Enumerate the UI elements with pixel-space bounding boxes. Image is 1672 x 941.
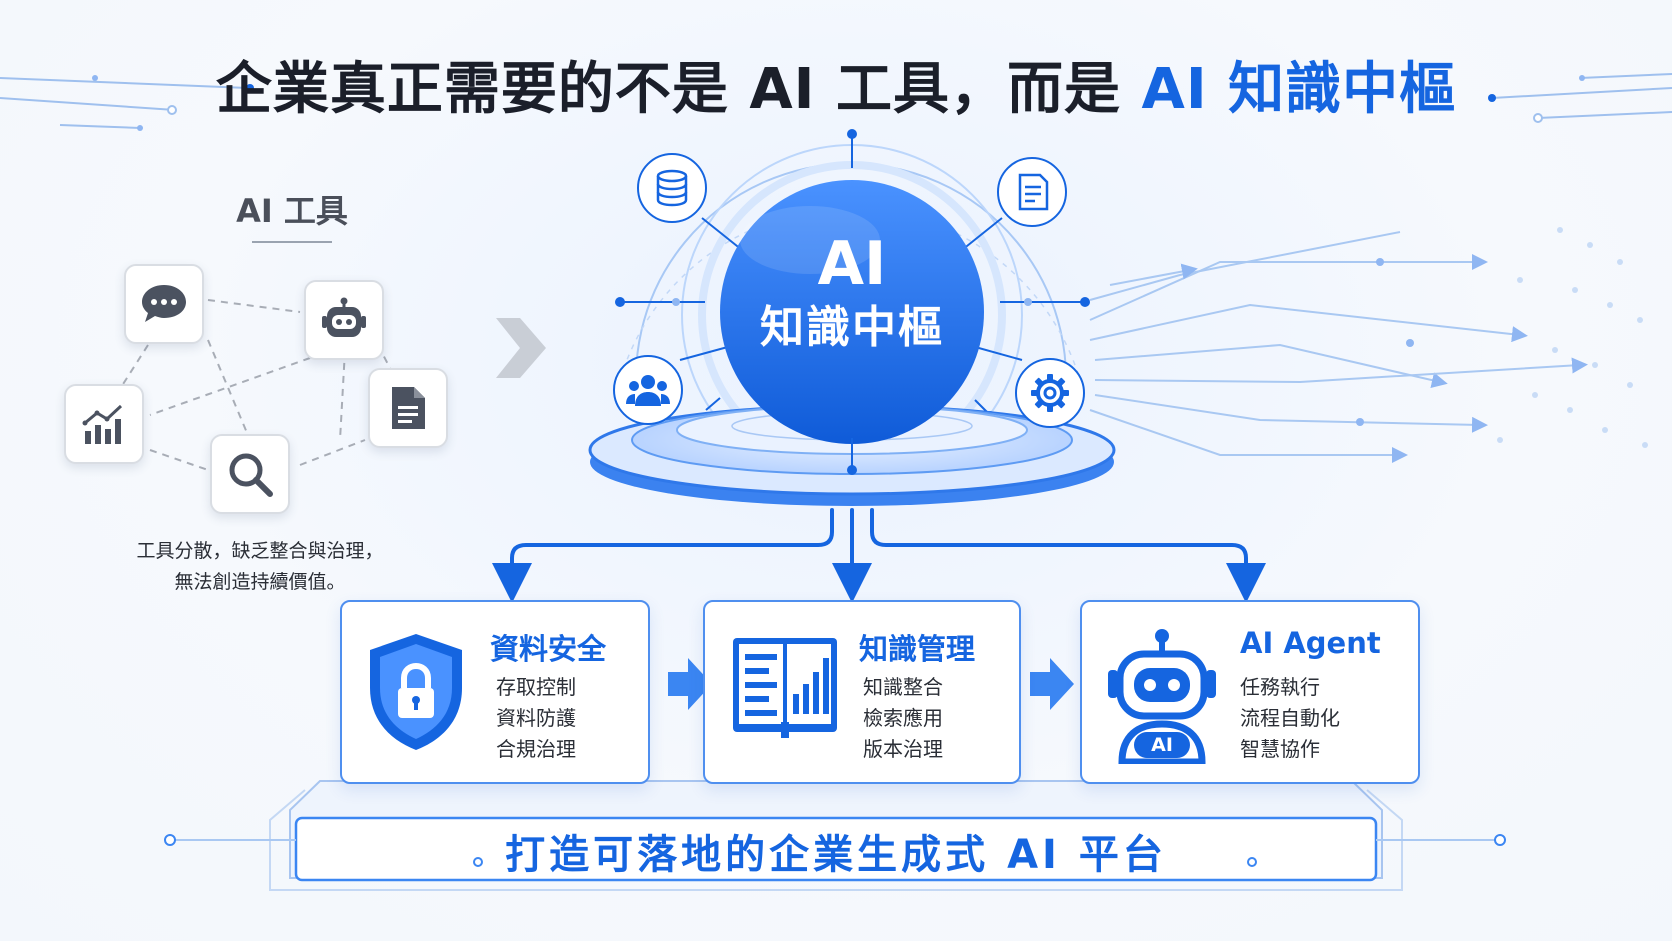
tool-network-links (117, 299, 393, 471)
card-ai-agent-item: 流程自動化 (1240, 706, 1340, 730)
robot-icon (1108, 629, 1216, 764)
card-flow-arrows (668, 658, 1074, 710)
bottom-platform (164, 780, 1506, 891)
tools-label-underline (252, 241, 332, 243)
tool-robot-card (304, 280, 384, 360)
hub-title: AI (817, 229, 887, 299)
card-ai-agent-list: 任務執行 流程自動化 智慧協作 (1240, 672, 1340, 765)
tools-label: AI 工具 (236, 192, 348, 230)
card-knowledge-management: 知識管理 知識整合 檢索應用 版本治理 (703, 600, 1021, 784)
chat-bubble-icon (142, 285, 186, 322)
card-knowledge-management-item: 版本治理 (863, 737, 943, 761)
card-data-security-item: 合規治理 (496, 737, 576, 761)
dot-grid (1497, 227, 1648, 448)
title-prefix: 企業真正需要的不是 AI 工具，而是 (215, 57, 1142, 122)
data-stream-lines (1089, 231, 1588, 463)
card-data-security-item: 資料防護 (496, 706, 576, 730)
title-circuit-left (0, 75, 254, 131)
search-icon (229, 453, 273, 497)
card-ai-agent-item: 智慧協作 (1240, 737, 1320, 761)
card-knowledge-management-list: 知識整合 檢索應用 版本治理 (863, 672, 943, 765)
card-knowledge-management-title: 知識管理 (859, 632, 976, 666)
title-highlight: AI 知識中樞 (1141, 57, 1457, 122)
card-ai-agent-title: AI Agent (1240, 626, 1381, 660)
tool-document-card (368, 368, 448, 448)
card-data-security-title: 資料安全 (490, 632, 607, 666)
users-icon (626, 375, 670, 406)
page-title: 企業真正需要的不是 AI 工具，而是 AI 知識中樞 (0, 44, 1672, 125)
database-icon (656, 169, 688, 207)
hub-label: AI 知識中樞 (720, 228, 984, 356)
title-circuit-right (1488, 73, 1672, 123)
card-data-security-item: 存取控制 (496, 675, 576, 699)
card-knowledge-management-item: 知識整合 (863, 675, 943, 699)
tool-search-card (210, 434, 290, 514)
card-knowledge-management-item: 檢索應用 (863, 706, 943, 730)
card-ai-agent: AI AI Agent 任務執行 流程自動化 智慧協作 (1080, 600, 1420, 784)
hub-orbits (615, 129, 1090, 486)
card-data-security-list: 存取控制 資料防護 合規治理 (496, 672, 576, 765)
card-data-security: 資料安全 存取控制 資料防護 合規治理 (340, 600, 650, 784)
document-icon (392, 387, 425, 429)
shield-lock-icon (370, 634, 462, 750)
tool-chat-card (124, 264, 204, 344)
hub-subtitle: 知識中樞 (760, 302, 944, 353)
gear-icon (1031, 374, 1069, 412)
tools-to-hub-arrow (496, 318, 546, 378)
distribution-arrows (492, 508, 1266, 603)
robot-icon (322, 297, 366, 337)
robot-icon-badge: AI (1151, 734, 1173, 756)
tools-caption-line-2: 無法創造持續價值。 (174, 571, 346, 593)
tools-caption: 工具分散，缺乏整合與治理， 無法創造持續價值。 (110, 536, 410, 598)
book-chart-icon (733, 638, 837, 738)
card-ai-agent-item: 任務執行 (1240, 675, 1320, 699)
tool-chart-card (64, 384, 144, 464)
tools-caption-line-1: 工具分散，缺乏整合與治理， (136, 540, 384, 562)
chart-icon (82, 404, 123, 444)
document-icon (1018, 173, 1049, 211)
hub-sphere (720, 180, 984, 444)
platform-label: 打造可落地的企業生成式 AI 平台 (505, 832, 1167, 878)
